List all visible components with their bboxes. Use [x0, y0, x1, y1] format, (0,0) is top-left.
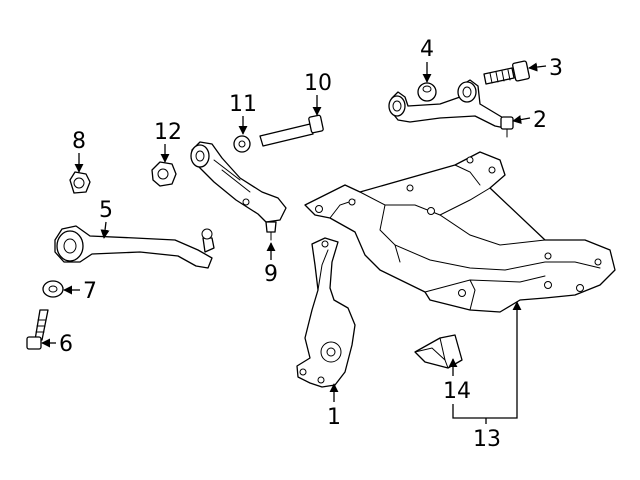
steering-knuckle-part[interactable] [296, 237, 356, 388]
callout-11: 11 [229, 92, 257, 117]
callout-12: 12 [154, 120, 182, 145]
leader-lines [41, 62, 547, 424]
callout-5: 5 [99, 198, 113, 223]
callout-10: 10 [304, 71, 332, 96]
callout-4: 4 [420, 37, 434, 62]
nut-4-part[interactable] [417, 82, 437, 102]
callout-labels: 1 2 3 4 5 6 7 8 9 10 11 12 13 14 [59, 37, 563, 452]
bolt-6-part[interactable] [26, 309, 49, 350]
callout-3: 3 [549, 56, 563, 81]
bolt-10-part[interactable] [259, 114, 324, 147]
washer-7-part[interactable] [42, 280, 64, 298]
callout-7: 7 [83, 279, 97, 304]
callout-8: 8 [72, 129, 86, 154]
bushing-12-part[interactable] [151, 161, 177, 187]
callout-2: 2 [533, 108, 547, 133]
bushing-8-part[interactable] [69, 171, 91, 194]
callout-14: 14 [443, 379, 471, 404]
subframe-part[interactable] [304, 151, 616, 313]
callout-6: 6 [59, 332, 73, 357]
upper-control-arm-part[interactable] [388, 79, 514, 138]
washer-11-part[interactable] [233, 135, 251, 153]
mount-bracket-part[interactable] [414, 334, 463, 369]
lower-arm-5-part[interactable] [54, 225, 215, 269]
callout-13: 13 [473, 427, 501, 452]
callout-1: 1 [327, 405, 341, 430]
lower-arm-9-part[interactable] [190, 141, 287, 241]
callout-9: 9 [264, 262, 278, 287]
bolt-3-part[interactable] [483, 60, 530, 85]
